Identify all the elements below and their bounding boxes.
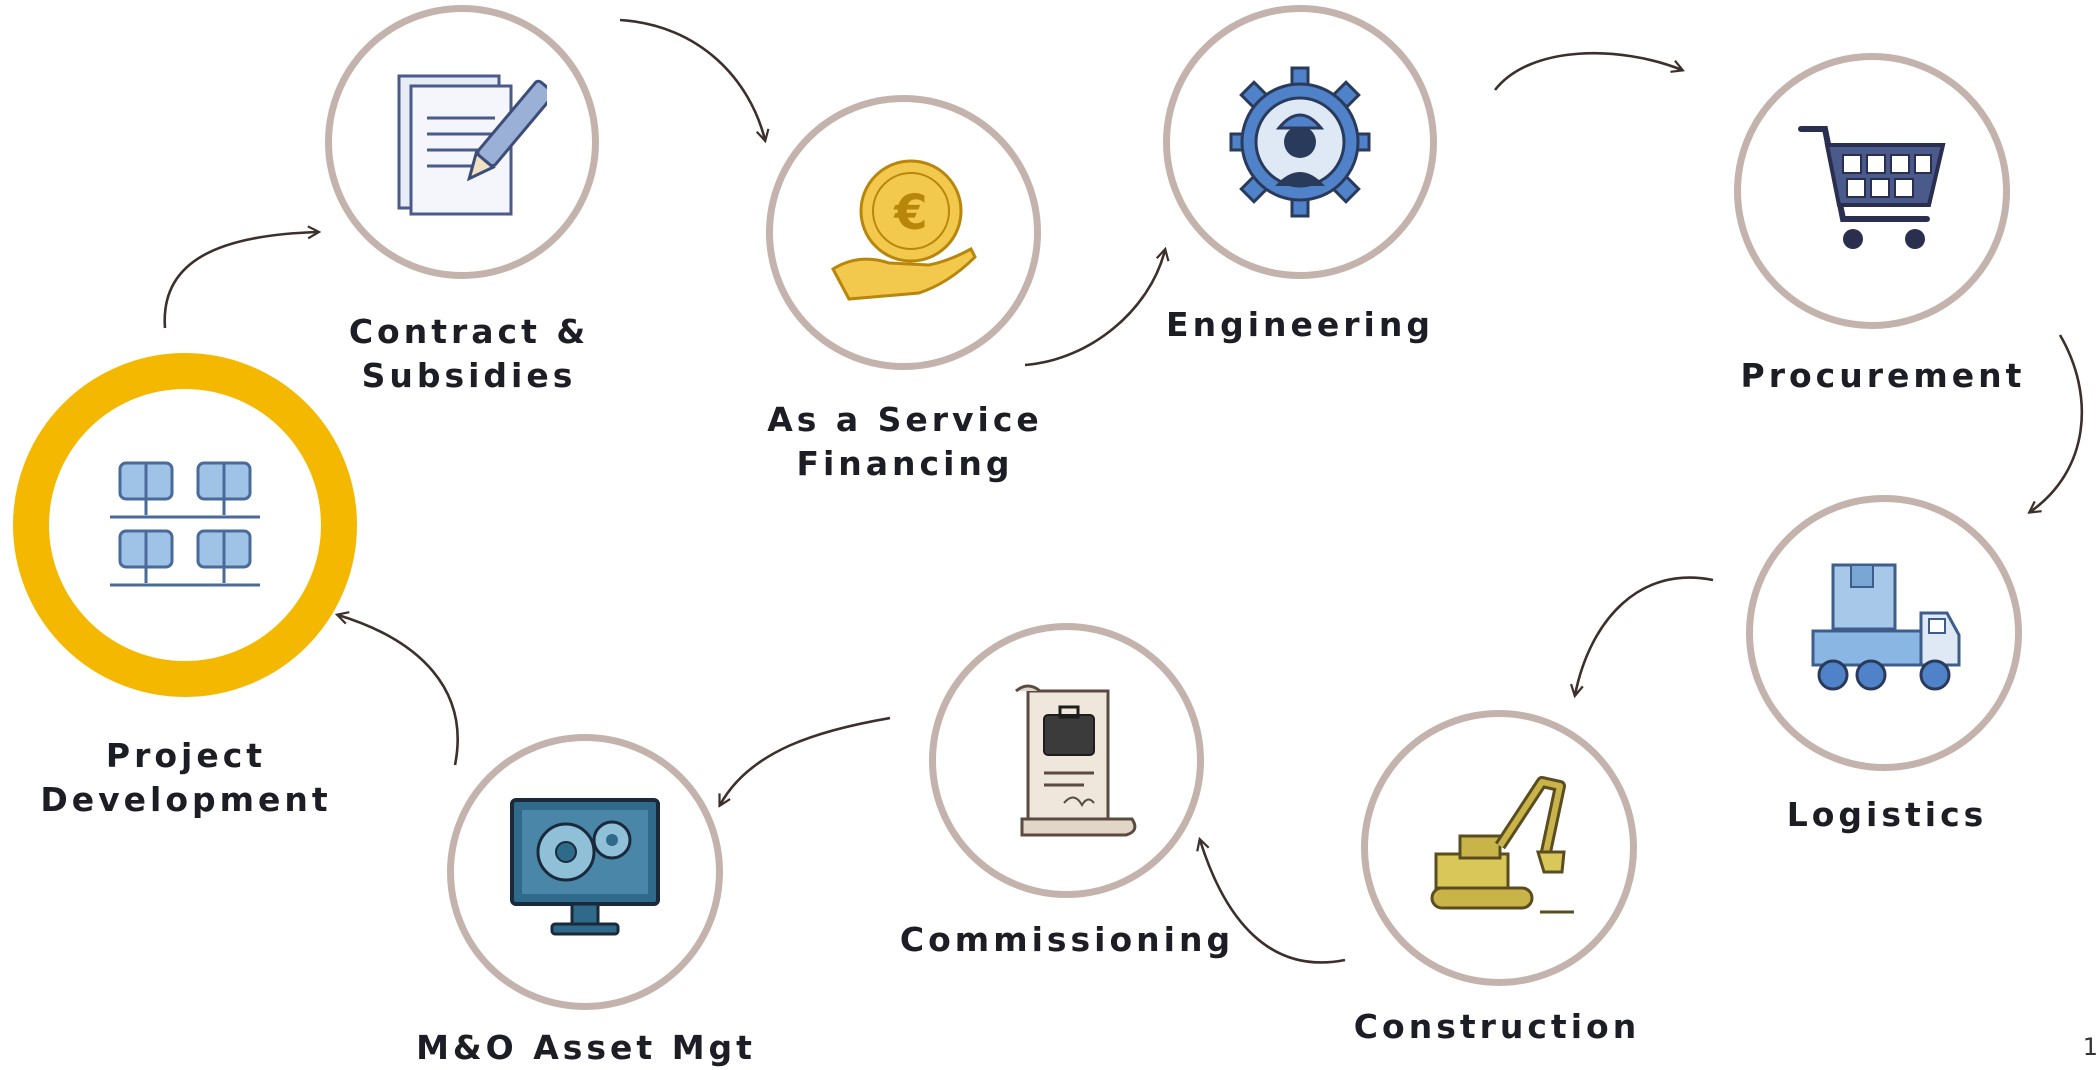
step-engineering-label: Engineering: [1166, 305, 1434, 344]
step-financing-label: As a Service Financing: [767, 400, 1043, 483]
arrow-logistics-to-construction: [1575, 576, 1714, 695]
arrow-engineering-to-procurement: [1493, 51, 1682, 91]
contract-pen-icon: [397, 74, 547, 216]
step-project-development-label: Project Development: [40, 736, 332, 819]
certificate-scroll-icon: [1014, 684, 1136, 836]
arrow-financing-to-engineering: [1024, 250, 1165, 367]
step-commissioning-circle: [929, 623, 1204, 898]
arrow-contract-to-financing: [619, 18, 765, 140]
engineer-gear-icon: [1229, 66, 1371, 218]
arrow-procurement-to-logistics: [2030, 334, 2084, 512]
step-project-development-circle: [13, 353, 357, 697]
step-contract-subsidies-label: Contract & Subsidies: [348, 312, 590, 395]
delivery-truck-icon: [1811, 563, 1961, 691]
step-engineering-circle: [1163, 5, 1437, 279]
arrow-commissioning-to-mo: [720, 716, 891, 805]
step-mo-asset-mgt-label: M&O Asset Mgt: [416, 1028, 756, 1067]
arrow-project-to-contract: [163, 232, 318, 329]
arrow-mo-to-project: [338, 615, 459, 766]
step-procurement-label: Procurement: [1740, 356, 2026, 395]
svg-text:€: €: [893, 185, 927, 241]
step-construction-circle: [1361, 710, 1637, 986]
solar-panels-icon: [110, 461, 260, 587]
step-contract-subsidies-circle: [325, 5, 599, 279]
excavator-icon: [1430, 776, 1574, 914]
arrow-construction-to-commissioning: [1200, 840, 1346, 964]
step-procurement-circle: [1734, 53, 2010, 329]
step-logistics-label: Logistics: [1786, 795, 1988, 834]
euro-coin-hand-icon: €: [830, 159, 977, 301]
shopping-cart-icon: [1798, 126, 1946, 249]
step-financing-circle: €: [766, 95, 1041, 370]
step-commissioning-label: Commissioning: [899, 920, 1235, 959]
step-mo-asset-mgt-circle: [447, 734, 723, 1010]
step-logistics-circle: [1746, 495, 2022, 771]
monitor-gears-icon: [510, 798, 660, 936]
page-number: 1: [2082, 1033, 2098, 1061]
step-construction-label: Construction: [1353, 1007, 1641, 1046]
